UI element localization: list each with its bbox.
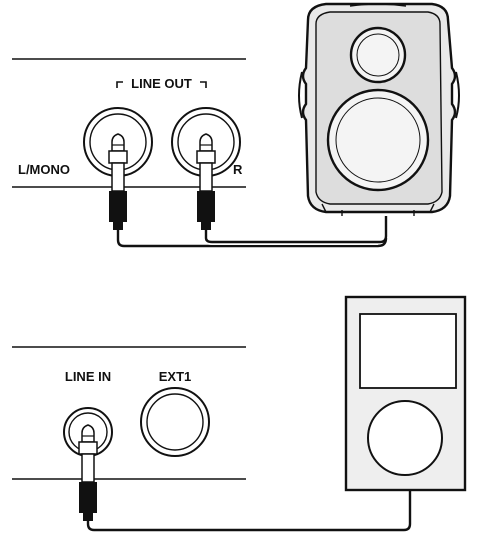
l-mono-plug[interactable] bbox=[108, 133, 128, 230]
line-out-panel: LINE OUT L/MONO R bbox=[12, 2, 460, 248]
r-plug[interactable] bbox=[196, 133, 216, 230]
ext1-jack[interactable] bbox=[140, 387, 210, 457]
l-mono-label: L/MONO bbox=[18, 162, 70, 177]
r-label: R bbox=[233, 162, 243, 177]
tweeter bbox=[349, 26, 407, 84]
line-in-panel: LINE IN EXT1 bbox=[12, 295, 467, 532]
line-out-group-label: LINE OUT bbox=[116, 76, 207, 91]
input-cable bbox=[86, 490, 412, 532]
right-cable bbox=[204, 216, 388, 244]
left-cable bbox=[116, 230, 378, 248]
line-out-label: LINE OUT bbox=[131, 76, 192, 91]
woofer bbox=[326, 88, 430, 192]
player-screen bbox=[359, 313, 457, 389]
line-in-plug[interactable] bbox=[78, 424, 98, 521]
speaker-icon bbox=[298, 2, 460, 216]
ext1-label: EXT1 bbox=[159, 369, 192, 384]
line-in-label: LINE IN bbox=[65, 369, 111, 384]
player-wheel bbox=[367, 400, 443, 476]
portable-player-icon bbox=[344, 295, 467, 492]
